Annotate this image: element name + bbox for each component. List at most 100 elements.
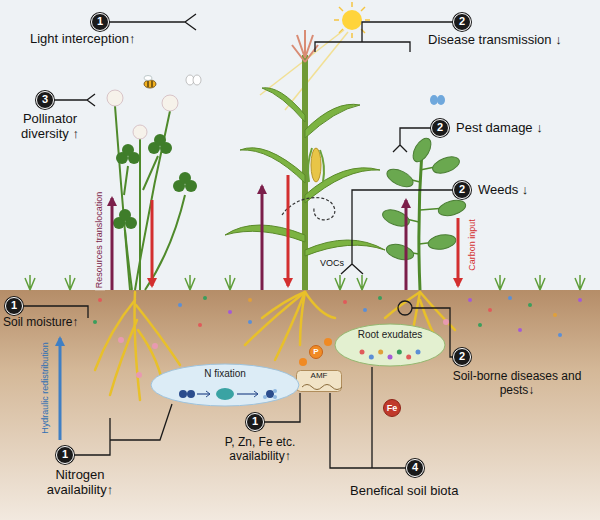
soybean <box>380 135 467 290</box>
node-shape-part <box>216 388 234 400</box>
root-nodule <box>152 343 158 349</box>
soil-particle <box>198 323 202 327</box>
benefit-label: Light interception↑ <box>30 32 136 47</box>
root-nodule <box>118 319 449 378</box>
soil-particle <box>508 296 512 300</box>
flow-arrow <box>405 200 408 290</box>
flow-arrow <box>261 186 264 290</box>
soybean <box>419 150 422 290</box>
root <box>110 320 137 395</box>
callout-number: 1 <box>56 446 74 464</box>
background <box>0 0 600 291</box>
root-nodule <box>136 372 142 378</box>
soil-particle <box>488 308 492 312</box>
soybean <box>427 233 457 252</box>
soil-particle <box>93 320 97 324</box>
benefit-label: Benefical soil biota <box>350 484 458 499</box>
node-shape-part <box>310 346 323 359</box>
clover <box>145 195 185 290</box>
maize <box>225 88 385 256</box>
leader-line <box>341 190 453 274</box>
voc-label: VOCs <box>320 258 344 268</box>
node-shape-part <box>388 355 393 360</box>
node-shape-part <box>151 364 299 406</box>
sun <box>334 2 370 38</box>
node-shape-part <box>302 385 342 390</box>
pollinator <box>144 76 152 81</box>
root <box>275 292 305 360</box>
node-shape-part <box>179 388 277 400</box>
node-shape-part <box>360 350 421 360</box>
root <box>262 292 305 318</box>
callout-number: 1 <box>5 297 23 315</box>
node-shape-part <box>335 324 445 366</box>
weed <box>495 275 505 290</box>
flow-label: Carbon input <box>468 217 478 273</box>
soil-particle <box>558 333 562 337</box>
pollinator <box>144 75 445 105</box>
weed <box>65 275 75 290</box>
node-shape-part <box>266 390 274 398</box>
leader-line <box>74 404 172 455</box>
root <box>95 300 135 370</box>
soil-particle <box>528 303 532 307</box>
node-shape-part <box>369 355 374 360</box>
node-shape-part <box>416 350 421 355</box>
maize <box>305 104 360 138</box>
weed <box>357 275 367 290</box>
sun <box>365 19 370 21</box>
sun <box>334 19 339 21</box>
node-shape-part <box>206 391 210 397</box>
clover <box>119 209 131 221</box>
clover <box>125 230 132 290</box>
pollinator <box>437 95 445 105</box>
root <box>300 292 305 345</box>
soybean <box>384 166 415 191</box>
flow-arrow <box>59 338 62 440</box>
pollinator <box>148 81 152 87</box>
node-shape-part <box>197 393 210 394</box>
clover <box>115 106 185 290</box>
callout-number: 2 <box>453 181 471 199</box>
root-nodule <box>443 319 449 325</box>
node-label: Root exudates <box>358 329 423 340</box>
flow-arrow <box>60 175 458 440</box>
clover <box>154 134 166 146</box>
callout-number: 3 <box>36 91 54 109</box>
clover <box>124 156 158 195</box>
leader-line <box>393 128 431 152</box>
clover <box>139 139 141 290</box>
clover <box>107 90 123 106</box>
voc-swirl <box>282 198 335 220</box>
node-shape-part <box>406 355 411 360</box>
soil-particle <box>518 328 522 332</box>
soil-particle <box>93 296 582 366</box>
flow-arrow <box>151 200 154 286</box>
node-label: N fixation <box>204 368 246 379</box>
maize <box>262 88 305 122</box>
soil-particle <box>299 358 307 366</box>
node-shape-part <box>297 371 342 392</box>
maize <box>240 148 305 183</box>
flow-label: Resources translocation <box>95 190 105 291</box>
soil-particle <box>178 303 182 307</box>
node-shape-part <box>360 350 365 355</box>
soil-particle <box>478 323 482 327</box>
nutrient-circle: Fe <box>383 399 401 417</box>
soil-particle <box>98 298 102 302</box>
leader-line <box>109 14 196 30</box>
soil-particle <box>248 320 252 324</box>
clover <box>133 125 147 139</box>
amf-box: AMF <box>296 370 342 392</box>
node-shape-part <box>273 389 277 393</box>
sun <box>361 7 365 11</box>
maize <box>305 240 385 256</box>
soybean <box>409 135 434 165</box>
node-shape-part <box>187 390 195 398</box>
callout-number: 2 <box>453 348 471 366</box>
node-shape-part <box>237 393 258 394</box>
pollinator <box>193 75 201 85</box>
root <box>245 292 305 345</box>
node-label: P <box>313 345 318 359</box>
